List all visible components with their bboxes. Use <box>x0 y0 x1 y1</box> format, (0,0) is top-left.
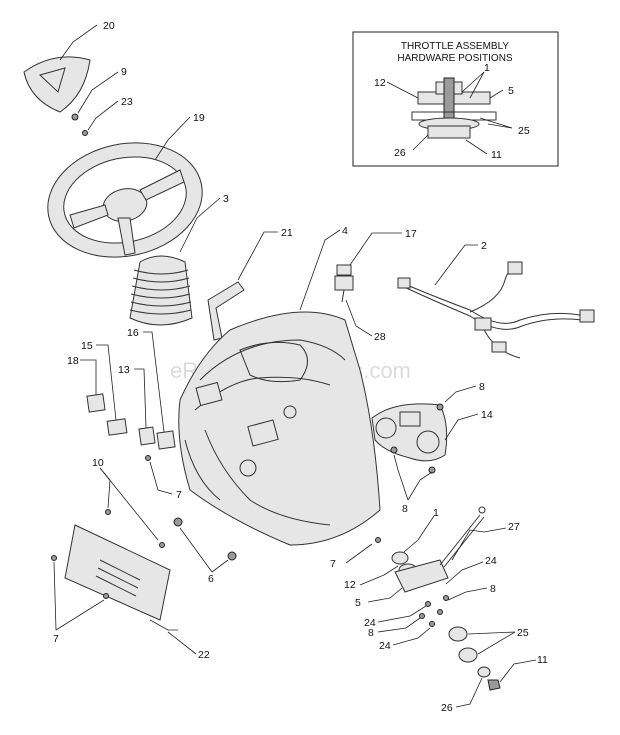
label-1: 1 <box>433 507 439 519</box>
label-19: 19 <box>193 112 205 124</box>
label-12: 12 <box>344 579 356 591</box>
label-14: 14 <box>481 409 493 421</box>
label-7-panel: 7 <box>53 633 59 645</box>
part-7-screw-b <box>51 555 57 561</box>
part-23-clip <box>82 130 88 136</box>
part-15-switch <box>106 418 128 436</box>
label-13: 13 <box>118 364 130 376</box>
label-20: 20 <box>103 20 115 32</box>
part-21-rod <box>207 281 245 341</box>
part-10-screw-a <box>105 509 111 515</box>
label-18: 18 <box>67 355 79 367</box>
throttle-assembly <box>391 506 501 691</box>
label-26: 26 <box>441 702 453 714</box>
part-13-switch <box>138 426 156 446</box>
inset-leaders <box>386 71 513 155</box>
label-3: 3 <box>223 193 229 205</box>
label-8-gauge: 8 <box>402 503 408 515</box>
part-16-switch <box>156 430 176 450</box>
label-24-lower: 24 <box>379 640 391 652</box>
inset-label-26: 26 <box>394 147 406 159</box>
inset-throttle-hardware <box>411 77 497 139</box>
label-25: 25 <box>517 627 529 639</box>
inset-label-12: 12 <box>374 77 386 89</box>
part-6-nut-b <box>227 551 237 561</box>
label-10: 10 <box>92 457 104 469</box>
label-11: 11 <box>537 654 548 666</box>
inset-title-line2: HARDWARE POSITIONS <box>397 53 513 64</box>
label-8-throttle-right: 8 <box>490 583 496 595</box>
part-20-steering-cap <box>23 56 91 113</box>
label-23: 23 <box>121 96 133 108</box>
inset-label-11: 11 <box>491 149 502 161</box>
part-5-plate <box>394 559 449 593</box>
label-27: 27 <box>508 521 520 533</box>
label-24-middle: 24 <box>364 617 376 629</box>
throttle-inset: THROTTLE ASSEMBLY HARDWARE POSITIONS 12 … <box>352 31 559 167</box>
part-1-lever <box>391 551 409 565</box>
part-26-washer <box>477 666 491 678</box>
part-7-screw-d <box>375 537 381 543</box>
part-10-screw-b <box>159 542 165 548</box>
part-6-nut-a <box>173 517 183 527</box>
part-19-steering-wheel <box>47 142 203 258</box>
label-8-upper: 8 <box>479 381 485 393</box>
label-9: 9 <box>121 66 127 78</box>
part-22-bottom-panel <box>64 524 171 621</box>
part-25-washer-b <box>458 647 478 663</box>
part-25-washer-a <box>448 626 468 642</box>
part-7-screw-c <box>103 593 109 599</box>
inset-label-25: 25 <box>518 125 530 137</box>
label-2: 2 <box>481 240 487 252</box>
inset-label-5: 5 <box>508 85 514 97</box>
label-15: 15 <box>81 340 93 352</box>
part-18-switch <box>86 393 106 413</box>
label-4: 4 <box>342 225 348 237</box>
label-24-upper: 24 <box>485 555 497 567</box>
label-6: 6 <box>208 573 214 585</box>
label-16: 16 <box>127 327 139 339</box>
label-28: 28 <box>374 331 386 343</box>
part-11-nut <box>487 679 501 691</box>
part-14-gauge-cluster <box>371 403 448 474</box>
label-7-switch: 7 <box>176 489 182 501</box>
part-7-screw-a <box>145 455 151 461</box>
label-7-dash: 7 <box>330 558 336 570</box>
inset-label-1: 1 <box>484 62 490 74</box>
part-3-steering-boot <box>129 255 193 326</box>
label-17: 17 <box>405 228 417 240</box>
label-21: 21 <box>281 227 293 239</box>
label-22: 22 <box>198 649 210 661</box>
label-8-throttle-left: 8 <box>368 627 374 639</box>
inset-title-line1: THROTTLE ASSEMBLY <box>401 41 510 52</box>
part-17-key-switch <box>334 264 354 303</box>
label-5: 5 <box>355 597 361 609</box>
part-4-dash-console <box>178 311 381 546</box>
part-2-wire-harness <box>397 261 595 359</box>
part-9-screw <box>71 113 79 121</box>
